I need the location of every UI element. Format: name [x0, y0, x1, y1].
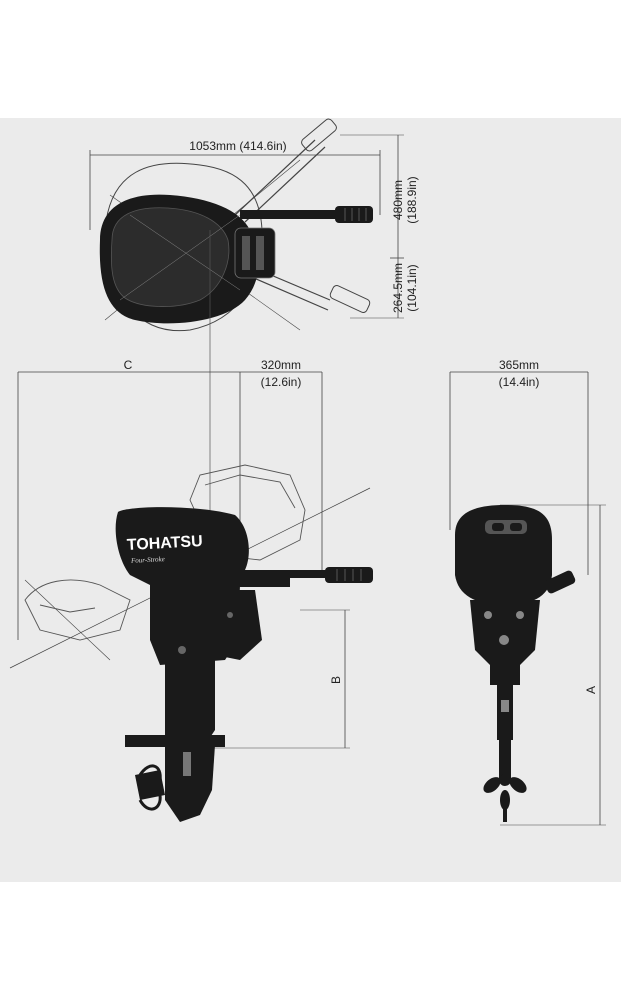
rear-propeller: [483, 777, 501, 793]
a-label: A: [584, 686, 598, 694]
top-upper-label-in: (188.9in): [405, 176, 419, 223]
offset-label: 320mm: [261, 358, 301, 372]
side-view-engine: TOHATSU Four-Stroke: [115, 507, 373, 822]
side-lower-unit: [165, 745, 215, 822]
rear-view-engine: [455, 505, 576, 822]
top-view-engine: [99, 194, 373, 324]
rear-view-dimensions: [449, 371, 606, 826]
ghost-grip-down: [329, 285, 371, 313]
side-tiller-grip: [325, 567, 373, 583]
offset-label-in: (12.6in): [261, 375, 302, 389]
top-width-label: 1053mm (414.6in): [189, 139, 286, 153]
b-label: B: [329, 676, 343, 684]
side-brand-logo: TOHATSU: [126, 533, 203, 554]
rear-midsection: [497, 685, 513, 740]
side-brand-sub: Four-Stroke: [130, 555, 165, 565]
side-midsection: [165, 660, 215, 745]
side-cowl: [115, 507, 249, 585]
rear-width-label-in: (14.4in): [499, 375, 540, 389]
side-propeller: [135, 770, 165, 800]
tiller-grip: [335, 206, 373, 223]
top-lower-label: 264.5mm: [391, 263, 405, 313]
ghost-grip-up: [301, 118, 337, 152]
top-upper-label: 480mm: [391, 180, 405, 220]
rear-tiller-grip: [544, 570, 576, 594]
rear-width-label: 365mm: [499, 358, 539, 372]
c-label: C: [124, 358, 133, 372]
top-lower-label-in: (104.1in): [405, 264, 419, 311]
rear-cowl: [455, 505, 552, 605]
